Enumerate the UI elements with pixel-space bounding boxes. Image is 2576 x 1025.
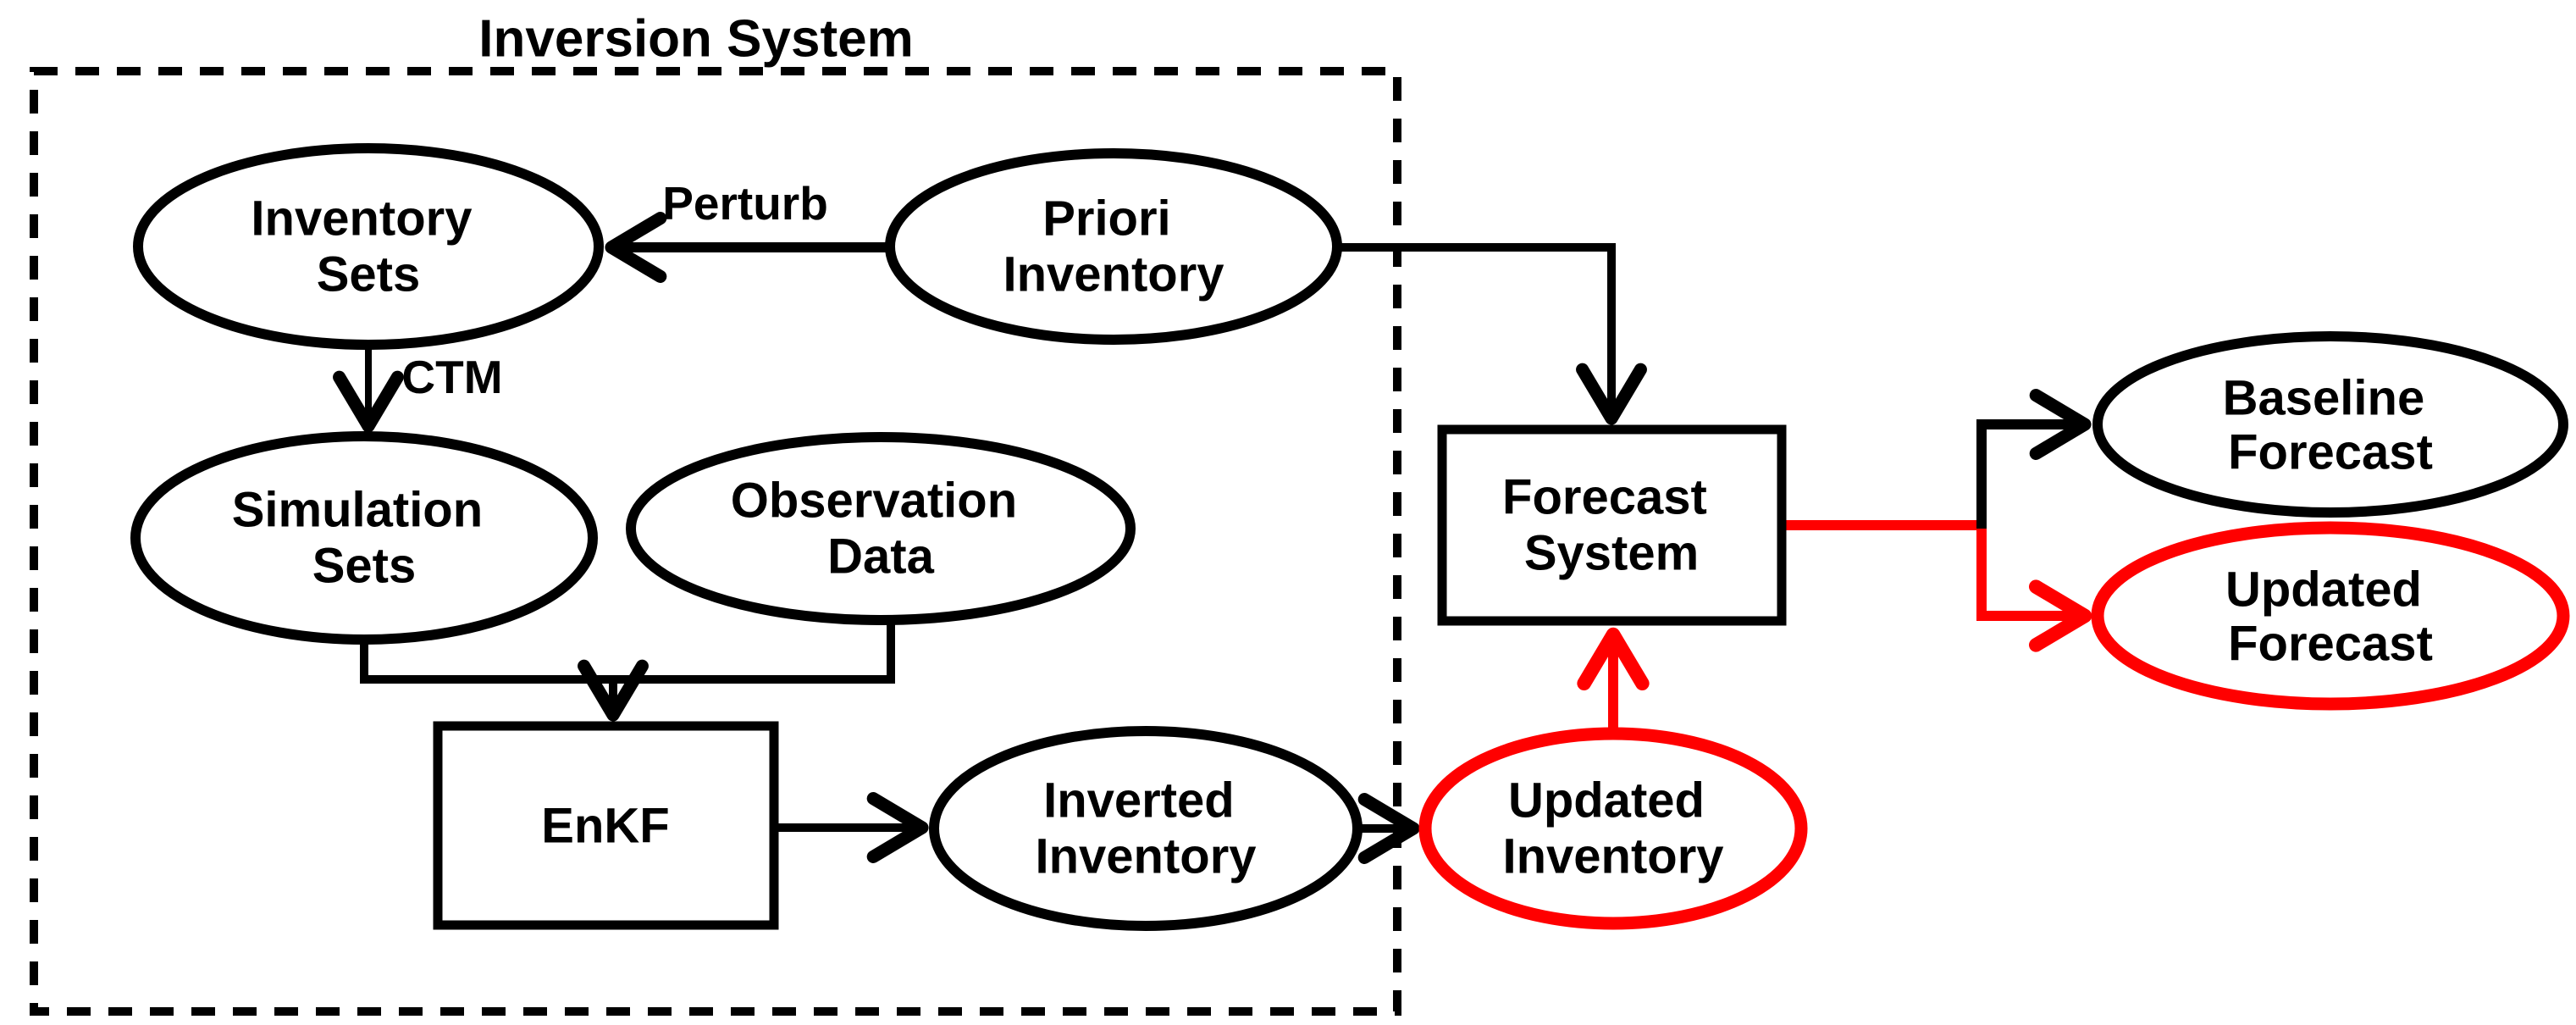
node-updated-forecast: Updated Forecast [2091, 521, 2570, 711]
simulation-sets-ellipse [130, 431, 598, 645]
arrow-priori-to-forecast [1337, 243, 1647, 425]
inverted-inventory-ellipse [929, 726, 1363, 931]
updated-inventory-line2: Inventory [1502, 829, 1723, 884]
node-updated-inventory: Updated Inventory [1418, 727, 1808, 930]
enkf-label: EnKF [541, 799, 669, 854]
simulation-sets-line1: Simulation [232, 483, 483, 538]
observation-data-line2: Data [827, 529, 934, 585]
inverted-inventory-label: Inverted Inventory [1035, 756, 1256, 884]
baseline-forecast-ellipse [2092, 331, 2568, 518]
diagram-title: Inversion System [478, 10, 913, 69]
enkf-rect [433, 721, 779, 930]
arrow-forecast-to-baseline-forecast [1976, 389, 2092, 529]
forecast-system-line1: Forecast [1502, 470, 1707, 525]
node-forecast-system: Forecast System [1437, 424, 1787, 626]
updated-forecast-line1: Updated [2225, 562, 2422, 618]
inverted-inventory-line2: Inventory [1035, 829, 1256, 884]
updated-inventory-line1: Updated [1508, 773, 1705, 828]
updated-forecast-ellipse [2091, 521, 2570, 711]
baseline-forecast-line2: Forecast [2228, 425, 2433, 480]
edge-label-ctm: CTM [401, 351, 502, 403]
observation-data-label: Observation Data [731, 457, 1031, 585]
priori-inventory-ellipse [885, 148, 1342, 345]
node-observation-data: Observation Data [626, 432, 1136, 625]
node-simulation-sets: Simulation Sets [130, 431, 598, 645]
inventory-sets-line2: Sets [317, 247, 421, 302]
node-priori-inventory: Priori Inventory [885, 148, 1342, 345]
node-inventory-sets: Inventory Sets [133, 143, 604, 350]
inventory-sets-ellipse [133, 143, 604, 350]
updated-forecast-label: Updated Forecast [2225, 546, 2435, 672]
simulation-sets-line2: Sets [312, 539, 417, 594]
priori-inventory-label: Priori Inventory [1003, 175, 1224, 302]
forecast-system-rect [1437, 424, 1787, 626]
baseline-forecast-line1: Baseline [2223, 371, 2425, 426]
inversion-system-boundary [30, 67, 1401, 1016]
priori-inventory-line1: Priori [1042, 191, 1171, 247]
node-baseline-forecast: Baseline Forecast [2092, 331, 2568, 518]
observation-data-ellipse [626, 432, 1136, 625]
updated-inventory-ellipse [1418, 727, 1808, 930]
updated-inventory-label: Updated Inventory [1502, 756, 1723, 884]
arrow-forecast-to-updated-forecast [1782, 520, 2092, 652]
forecast-system-label: Forecast System [1502, 453, 1721, 581]
node-inverted-inventory: Inverted Inventory [929, 726, 1363, 931]
observation-data-line1: Observation [731, 474, 1017, 529]
priori-inventory-line2: Inventory [1003, 247, 1224, 302]
edge-label-perturb: Perturb [662, 177, 828, 230]
inventory-sets-line1: Inventory [251, 191, 472, 247]
baseline-forecast-label: Baseline Forecast [2223, 354, 2439, 480]
simulation-sets-label: Simulation Sets [232, 466, 497, 594]
inverted-inventory-line1: Inverted [1043, 773, 1235, 828]
updated-forecast-line2: Forecast [2228, 617, 2433, 672]
node-enkf: EnKF [433, 721, 779, 930]
inventory-sets-label: Inventory Sets [251, 175, 485, 302]
forecast-system-line2: System [1524, 526, 1699, 581]
